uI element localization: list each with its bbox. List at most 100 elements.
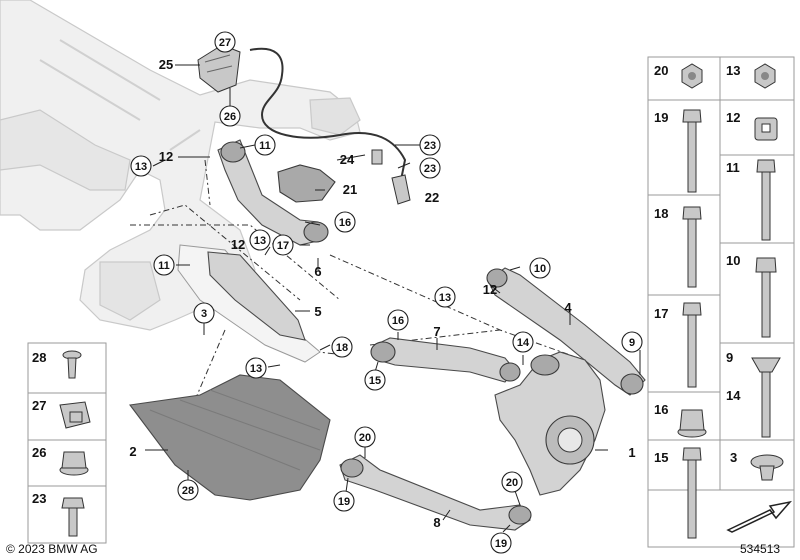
callout-13: 13 (249, 229, 271, 251)
callout-13: 13 (434, 286, 456, 308)
callout-19: 19 (490, 532, 512, 554)
callout-6: 6 (314, 264, 321, 279)
legend-label-17: 17 (654, 306, 668, 321)
callout-16: 16 (334, 211, 356, 233)
callout-label: 14 (517, 337, 530, 349)
legend-label-28: 28 (32, 350, 46, 365)
callout-label: 25 (159, 57, 173, 72)
legend-label-14: 14 (726, 388, 741, 403)
callout-13: 13 (245, 357, 267, 379)
callout-label: 11 (158, 260, 170, 272)
legend-label-19: 19 (654, 110, 668, 125)
callout-label: 21 (343, 182, 357, 197)
callout-label: 13 (254, 235, 266, 247)
long-bolt-icon (682, 109, 702, 193)
callout-24: 24 (340, 152, 355, 167)
callout-circle (419, 157, 441, 179)
eccentric-bolt-icon (756, 159, 776, 241)
callout-circle (214, 31, 236, 53)
callout-circle (153, 254, 175, 276)
callout-label: 9 (629, 337, 635, 349)
cable-clip-icon (59, 401, 91, 429)
callout-circle (130, 155, 152, 177)
callout-circle (333, 490, 355, 512)
left-legend-panel: 28 27 26 23 (27, 342, 107, 544)
rear-axle-subframe (0, 0, 361, 331)
callout-label: 6 (314, 264, 321, 279)
collar-nut-icon (677, 409, 707, 438)
wishbone-upper (217, 139, 329, 246)
callout-12: 12 (483, 282, 497, 297)
collar-nut-icon (59, 451, 89, 476)
callout-circle (219, 105, 241, 127)
callout-circle (254, 134, 276, 156)
diagram-number: 534513 (740, 542, 780, 556)
callout-label: 8 (433, 515, 440, 530)
callout-13: 13 (130, 155, 152, 177)
callout-label: 7 (433, 324, 440, 339)
callout-label: 24 (340, 152, 355, 167)
callout-2: 2 (129, 444, 136, 459)
callout-28: 28 (177, 479, 199, 501)
legend-label-18: 18 (654, 206, 668, 221)
callout-label: 20 (359, 432, 371, 444)
copyright-text: © 2023 BMW AG (6, 542, 98, 556)
legend-label-11: 11 (726, 160, 740, 175)
callout-22: 22 (425, 190, 439, 205)
callout-circle (193, 302, 215, 324)
callout-label: 12 (231, 237, 245, 252)
callout-circle (501, 471, 523, 493)
callout-label: 19 (495, 538, 507, 550)
callout-circle (245, 357, 267, 379)
callout-23: 23 (419, 134, 441, 156)
callout-circle (364, 369, 386, 391)
toe-link-8 (339, 454, 532, 531)
callout-7: 7 (433, 324, 440, 339)
callout-label: 11 (259, 140, 271, 152)
hex-bolt-icon (682, 447, 702, 539)
callout-label: 20 (506, 477, 518, 489)
callout-circle (490, 532, 512, 554)
flange-screw-icon (61, 497, 85, 537)
legend-label-16: 16 (654, 402, 668, 417)
legend-label-13: 13 (726, 63, 740, 78)
callout-label: 28 (182, 485, 194, 497)
callout-1: 1 (628, 445, 635, 460)
callout-3: 3 (193, 302, 215, 324)
callout-label: 23 (424, 163, 436, 175)
callout-25: 25 (159, 57, 173, 72)
callout-label: 16 (339, 217, 351, 229)
callout-11: 11 (254, 134, 276, 156)
callout-label: 16 (392, 315, 404, 327)
callout-label: 2 (129, 444, 136, 459)
eccentric-screw-icon (751, 357, 781, 438)
callout-label: 15 (369, 375, 381, 387)
clip-nut-icon (750, 454, 784, 481)
callout-circle (331, 336, 353, 358)
right-legend-panel: 20 13 19 12 11 18 10 17 9 14 16 15 3 (647, 56, 795, 548)
legend-label-27: 27 (32, 398, 46, 413)
callout-17: 17 (272, 234, 294, 256)
callout-12: 12 (159, 149, 173, 164)
hex-nut-icon (681, 63, 703, 89)
callout-11: 11 (153, 254, 175, 276)
callout-20: 20 (354, 426, 376, 448)
callout-label: 26 (224, 111, 236, 123)
callout-27: 27 (214, 31, 236, 53)
callout-circle (272, 234, 294, 256)
direction-arrow-icon (726, 500, 793, 533)
callout-circle (354, 426, 376, 448)
locking-nut-icon (754, 63, 776, 89)
callout-label: 5 (314, 304, 321, 319)
legend-label-15: 15 (654, 450, 668, 465)
callout-circle (177, 479, 199, 501)
push-rivet-icon (62, 350, 82, 379)
callout-circle (419, 134, 441, 156)
flange-bolt-icon (755, 257, 777, 338)
callout-label: 12 (483, 282, 497, 297)
legend-label-9: 9 (726, 350, 733, 365)
leader-lines (145, 43, 641, 533)
callout-19: 19 (333, 490, 355, 512)
callout-label: 12 (159, 149, 173, 164)
